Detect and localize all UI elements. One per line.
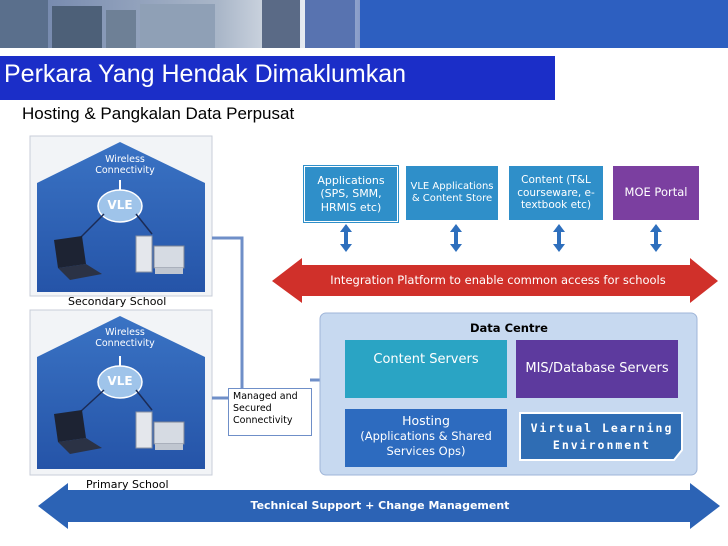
- title-bar: [0, 56, 555, 100]
- network-links: [79, 213, 153, 413]
- vle-globe-icon: [97, 365, 143, 399]
- support-arrow: [38, 483, 720, 529]
- hosting-title: Hosting: [402, 413, 450, 428]
- content-box: Content (T&L courseware, e-textbook etc): [509, 166, 603, 220]
- vle-box-label: Virtual Learning Environment: [530, 421, 674, 452]
- content-servers-box: Content Servers: [345, 340, 507, 398]
- wireless-label: Wireless Connectivity: [95, 154, 155, 177]
- connectivity-label: Managed and Secured Connectivity: [233, 391, 298, 426]
- hosting-detail: (Applications & Shared Services Ops): [360, 429, 492, 459]
- connectivity-box: Managed and Secured Connectivity: [228, 388, 312, 436]
- mis-database-servers-box: MIS/Database Servers: [516, 340, 678, 398]
- support-bar-label: Technical Support + Change Management: [250, 499, 510, 512]
- double-arrow-icon: [340, 224, 352, 252]
- header-photo-banner: [0, 0, 728, 48]
- double-arrow-icon: [650, 224, 662, 252]
- integration-platform-arrow: [272, 258, 718, 303]
- secondary-school-label: Secondary School: [68, 295, 167, 308]
- double-arrow-icon: [553, 224, 565, 252]
- wireless-label: Wireless Connectivity: [95, 327, 155, 350]
- double-arrows: [340, 224, 662, 252]
- integration-platform-label: Integration Platform to enable common ac…: [330, 273, 666, 287]
- vle-label: VLE: [107, 374, 133, 388]
- vle-box: [519, 412, 683, 461]
- vle-applications-box: VLE Applications & Content Store: [406, 166, 498, 220]
- moe-portal-box: MOE Portal: [613, 166, 699, 220]
- laptop-icon: [54, 236, 102, 454]
- page-title: Perkara Yang Hendak Dimaklumkan: [4, 60, 407, 88]
- double-arrow-icon: [450, 224, 462, 252]
- primary-school-label: Primary School: [86, 478, 169, 491]
- applications-box: Applications (SPS, SMM, HRMIS etc): [304, 166, 398, 222]
- vle-label: VLE: [107, 198, 133, 212]
- desktop-computer-icon: [135, 235, 185, 450]
- vle-globe-icon: [97, 189, 143, 223]
- banner-graphic: [0, 0, 728, 48]
- data-centre-title: Data Centre: [470, 321, 548, 335]
- connectivity-lines: [212, 236, 320, 400]
- hosting-box: Hosting (Applications & Shared Services …: [345, 409, 507, 467]
- page-subtitle: Hosting & Pangkalan Data Perpusat: [22, 104, 295, 123]
